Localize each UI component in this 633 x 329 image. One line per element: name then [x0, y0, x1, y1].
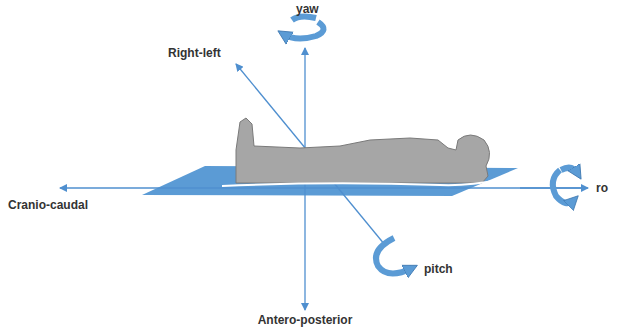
body-outline: [222, 180, 498, 186]
roll-arrow-head: [561, 168, 578, 174]
axis-label: yaw: [296, 2, 319, 16]
pitch-arrow: [376, 238, 412, 274]
antero-posterior-axis: [304, 190, 305, 310]
patient-body: [236, 118, 490, 183]
yaw-arrow: [283, 22, 324, 39]
axis-label: Right-left: [168, 46, 221, 60]
roll-arrow: [553, 170, 574, 203]
cranio-caudal-axis: [60, 187, 585, 188]
axis-label: pitch: [424, 262, 453, 276]
yaw-arrow-back: [292, 16, 316, 20]
axis-label: Cranio-caudal: [8, 198, 88, 212]
axis-label: ro: [596, 181, 608, 195]
axis-label: Antero-posterior: [258, 313, 353, 327]
